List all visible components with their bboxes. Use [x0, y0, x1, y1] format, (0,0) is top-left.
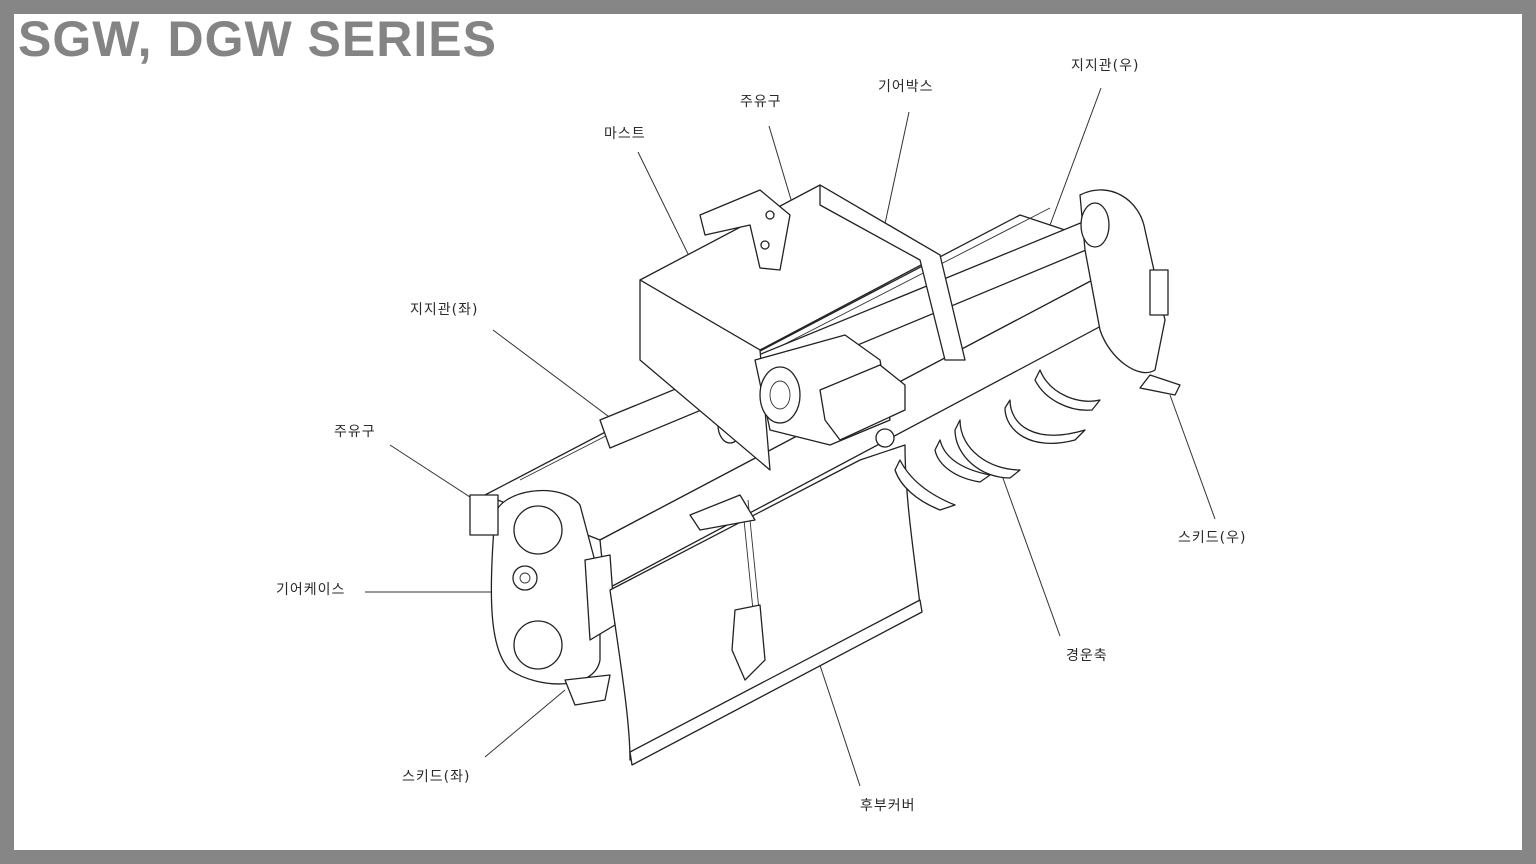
gear-case — [469, 489, 616, 685]
gearbox — [754, 334, 906, 448]
right-end-plate — [1079, 189, 1181, 396]
tilling-tines — [894, 369, 1101, 511]
label-rear-cover: 후부커버 — [860, 798, 916, 814]
leader-skid-left — [484, 689, 566, 758]
label-skid-left: 스키드(좌) — [402, 769, 471, 785]
leader-tilling-shaft — [999, 469, 1061, 637]
label-support-tube-right: 지지관(우) — [1071, 58, 1140, 74]
label-oil-inlet-top: 주유구 — [740, 94, 782, 110]
rear-cover — [609, 444, 923, 766]
label-mast: 마스트 — [604, 126, 646, 142]
mast — [639, 184, 966, 471]
label-skid-right: 스키드(우) — [1178, 530, 1247, 546]
leader-skid-right — [1169, 394, 1216, 520]
label-gear-case: 기어케이스 — [276, 582, 346, 598]
label-oil-inlet-left: 주유구 — [334, 424, 376, 440]
rear-cover-spring — [689, 494, 766, 681]
left-skid — [564, 674, 611, 706]
series-title: SGW, DGW SERIES — [18, 11, 497, 67]
leader-mast — [637, 151, 691, 259]
label-gearbox: 기어박스 — [878, 79, 934, 95]
label-support-tube-left: 지지관(좌) — [410, 302, 479, 318]
label-tilling-shaft: 경운축 — [1066, 648, 1108, 664]
